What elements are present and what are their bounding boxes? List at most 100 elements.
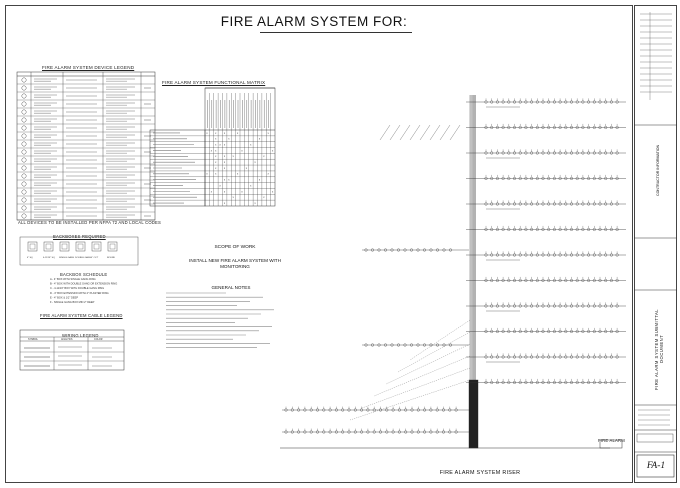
riser-device <box>371 248 374 252</box>
matrix-mark: x <box>215 138 217 141</box>
functional-matrix-title: FIRE ALARM SYSTEM FUNCTIONAL MATRIX <box>162 80 266 85</box>
drawing-frame <box>5 5 633 483</box>
matrix-mark: x <box>215 155 217 158</box>
matrix-mark: x <box>255 161 257 164</box>
matrix-mark: x <box>215 132 217 135</box>
scope-title: SCOPE OF WORK <box>214 245 256 250</box>
matrix-mark: x <box>263 196 265 199</box>
riser-dashed-leader <box>361 367 471 409</box>
matrix-mark: x <box>272 149 274 152</box>
matrix-mark: x <box>224 144 226 147</box>
backbox-label: 4-11/16" SQ <box>43 257 55 259</box>
matrix-mark: x <box>268 132 270 135</box>
legend-device-symbol <box>21 197 27 203</box>
backbox-label: SINGLE GANG <box>59 256 74 259</box>
backbox-inner <box>93 243 100 250</box>
backbox-label: 4" SQ <box>27 257 33 259</box>
device-legend-table <box>16 71 156 221</box>
title-block <box>634 5 677 483</box>
legend-device-symbol <box>21 181 27 187</box>
matrix-mark: x <box>220 184 222 187</box>
legend-device-symbol <box>21 157 27 163</box>
cable-legend-title: FIRE ALARM SYSTEM CABLE LEGEND <box>40 313 123 318</box>
riser-panel-label: FIRE ALARM <box>598 438 625 443</box>
legend-device-symbol <box>21 93 27 99</box>
riser-device <box>397 248 400 252</box>
backbox-label: ROUND <box>107 257 115 259</box>
matrix-mark: x <box>224 202 226 205</box>
backbox-schedule-line: E - 4" BOX & 1/2" DEEP <box>50 295 78 299</box>
backbox-inner <box>45 243 52 250</box>
riser-panel-box <box>599 439 623 449</box>
backbox-schedule-line: C - 4-11/16" BOX WITH DOUBLE GANG RING <box>50 286 104 290</box>
riser-device <box>410 343 413 347</box>
legend-device-symbol <box>21 85 27 91</box>
legend-device-symbol <box>21 149 27 155</box>
backbox-schedule-title: BACKBOX SCHEDULE <box>60 272 108 277</box>
riser-annotation-leader <box>429 124 441 141</box>
matrix-mark: x <box>259 138 261 141</box>
riser-annotation-leader <box>399 124 411 141</box>
legend-device-symbol <box>21 101 27 107</box>
matrix-mark: x <box>246 167 248 170</box>
matrix-mark: x <box>268 173 270 176</box>
riser-device <box>384 248 387 252</box>
riser-device <box>364 343 368 347</box>
riser-device <box>429 248 433 252</box>
riser-dashed-leader <box>349 379 471 421</box>
device-legend-title: FIRE ALARM SYSTEM DEVICE LEGEND <box>42 65 135 70</box>
general-notes-title: GENERAL NOTES <box>211 285 251 290</box>
backbox-inner <box>61 243 68 250</box>
riser-device <box>397 343 400 347</box>
title-underline <box>260 32 412 33</box>
backbox-schedule-line: F - SINGLE GANG BOX MIN 2" DEEP <box>50 300 95 304</box>
riser-dashed-leader <box>385 343 471 385</box>
matrix-mark: x <box>259 179 261 182</box>
matrix-mark: x <box>228 179 230 182</box>
riser-device <box>423 248 426 252</box>
device-legend-note: ALL DEVICES TO BE INSTALLED PER NFPA 72 … <box>18 220 162 225</box>
legend-device-symbol <box>21 125 27 131</box>
riser-device <box>449 248 452 252</box>
wiring-legend-title: WIRING LEGEND <box>62 333 99 338</box>
legend-device-symbol <box>21 213 27 219</box>
riser-annotation-leader <box>379 124 391 141</box>
matrix-mark: x <box>220 144 222 147</box>
wiring-legend-header: COLOR <box>94 338 103 341</box>
legend-device-symbol <box>21 189 27 195</box>
backbox-schedule-line: A - 4" BOX WITH SINGLE GANG RING <box>50 277 96 281</box>
riser-dashed-leader <box>409 319 471 361</box>
matrix-mark: x <box>241 190 243 193</box>
legend-device-symbol <box>21 109 27 115</box>
backbox-symbol <box>27 241 38 252</box>
riser-device <box>442 248 446 252</box>
titleblock-sheet-box <box>636 433 674 443</box>
riser-device <box>364 248 368 252</box>
riser-annotation-leader <box>389 124 401 141</box>
matrix-mark: x <box>237 173 239 176</box>
backbox-schedule-line: D - 4" BOX EXTENSION WITH 4" PLASTER RIN… <box>50 291 109 295</box>
riser-device <box>416 248 420 252</box>
matrix-mark: x <box>228 138 230 141</box>
riser-device <box>410 248 413 252</box>
riser-dashed-leader <box>373 355 471 397</box>
backbox-symbol <box>43 241 54 252</box>
riser-device <box>390 248 394 252</box>
matrix-mark: x <box>263 155 265 158</box>
wiring-legend-table <box>19 329 125 371</box>
backbox-inner <box>109 243 116 250</box>
matrix-mark: x <box>255 202 257 205</box>
matrix-mark: x <box>215 167 217 170</box>
riser-annotation-leader <box>439 124 451 141</box>
legend-device-symbol <box>21 77 27 83</box>
wiring-legend-header: ANALYSIS <box>61 338 73 341</box>
matrix-mark: x <box>215 149 217 152</box>
riser-device <box>449 343 452 347</box>
backbox-label: 4" OCT <box>91 257 99 259</box>
titleblock-number-box <box>636 454 675 478</box>
riser-device <box>377 343 381 347</box>
scope-text: INSTALL NEW FIRE ALARM SYSTEM WITH MONIT… <box>189 258 281 269</box>
matrix-mark: x <box>215 144 217 147</box>
matrix-mark: x <box>237 132 239 135</box>
backboxes-title: BACKBOXES REQUIRED <box>53 234 106 239</box>
